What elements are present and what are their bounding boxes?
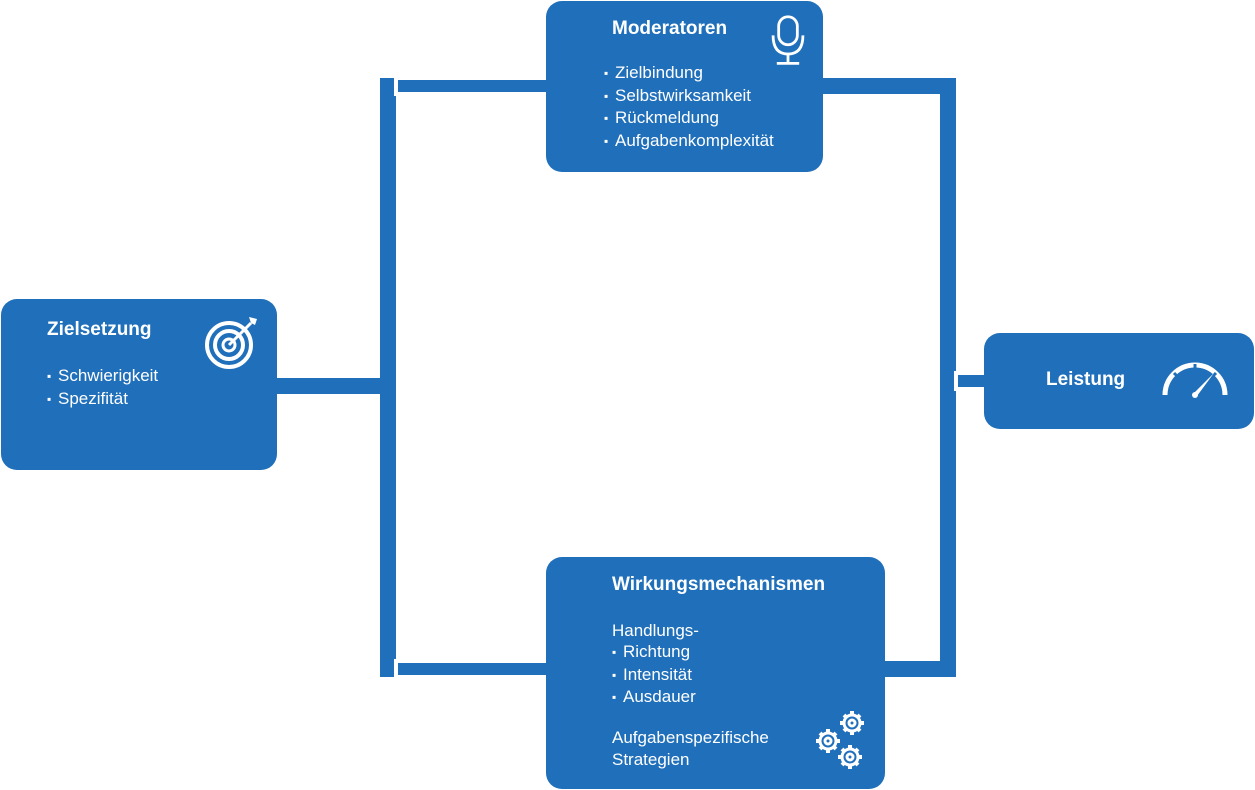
list-item: Spezifität xyxy=(47,388,158,411)
zielsetzung-title: Zielsetzung xyxy=(47,319,152,340)
wirkungsmechanismen-intro: Handlungs- xyxy=(612,621,699,640)
list-item: Ausdauer xyxy=(612,686,696,709)
wirkungsmechanismen-list: Richtung Intensität Ausdauer xyxy=(612,641,696,709)
list-item: Aufgabenkomplexität xyxy=(604,130,774,153)
moderatoren-title: Moderatoren xyxy=(612,18,728,39)
speedometer-icon xyxy=(1162,362,1228,398)
list-item: Selbstwirksamkeit xyxy=(604,85,774,108)
gears-icon xyxy=(816,711,864,769)
moderatoren-box: Moderatoren Zielbindung Selbstwirksamkei… xyxy=(546,1,823,172)
connector-wirkung-right xyxy=(884,661,956,677)
target-icon xyxy=(205,317,257,369)
connector-left-trunk xyxy=(380,78,396,677)
wirkungsmechanismen-title: Wirkungsmechanismen xyxy=(612,574,826,595)
list-item: Schwierigkeit xyxy=(47,365,158,388)
zielsetzung-box: Zielsetzung Schwierigkeit Spezifität xyxy=(1,299,277,470)
zielsetzung-list: Schwierigkeit Spezifität xyxy=(47,365,158,410)
wirkungsmechanismen-footer-line2: Strategien xyxy=(612,750,690,769)
leistung-title: Leistung xyxy=(1046,369,1126,390)
microphone-icon xyxy=(771,15,805,65)
connector-moderatoren-right xyxy=(822,78,956,94)
list-item: Intensität xyxy=(612,664,696,687)
wirkungsmechanismen-box: Wirkungsmechanismen Handlungs- Richtung … xyxy=(546,557,885,789)
moderatoren-list: Zielbindung Selbstwirksamkeit Rückmeldun… xyxy=(604,62,774,152)
connector-right-trunk xyxy=(940,78,956,677)
list-item: Zielbindung xyxy=(604,62,774,85)
connector-zielsetzung-to-trunk xyxy=(277,378,395,394)
list-item: Rückmeldung xyxy=(604,107,774,130)
wirkungsmechanismen-footer-line1: Aufgabenspezifische xyxy=(612,728,769,747)
leistung-box: Leistung xyxy=(984,333,1254,429)
list-item: Richtung xyxy=(612,641,696,664)
